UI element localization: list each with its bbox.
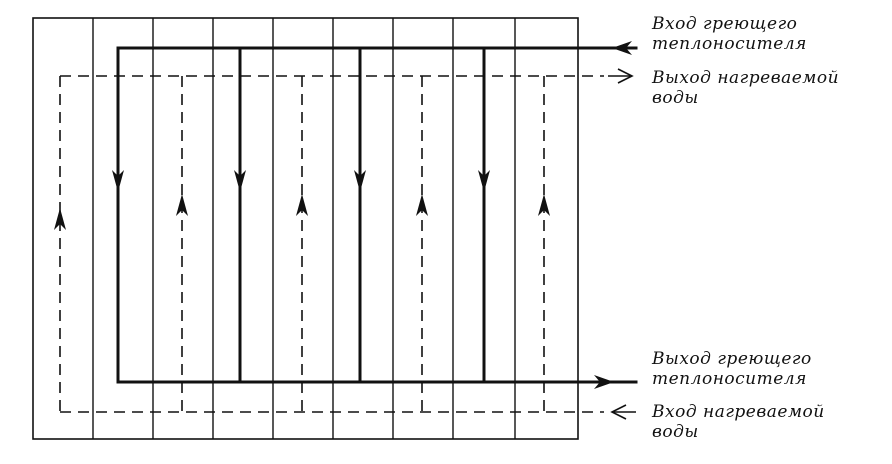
hot-inlet-arrow	[612, 41, 632, 55]
heated-water-flow	[59, 75, 604, 413]
water-inlet-label-line1: Вход нагреваемой	[652, 402, 825, 422]
heating-medium-flow	[116, 46, 638, 384]
hot-outlet-label-line1: Выход греющего	[652, 349, 812, 369]
up-arrow	[54, 208, 66, 230]
heating-medium-arrows	[112, 41, 632, 389]
exchanger-frame	[32, 17, 579, 440]
down-arrow	[478, 170, 490, 192]
down-arrow	[234, 170, 246, 192]
hot-inlet-label-line2: теплоносителя	[652, 34, 807, 54]
down-arrow	[354, 170, 366, 192]
hot-outlet-arrow	[594, 375, 614, 389]
up-arrow	[416, 194, 428, 216]
water-outlet-label-line1: Выход нагреваемой	[652, 68, 840, 88]
up-arrow	[296, 194, 308, 216]
hot-outlet-label-line2: теплоносителя	[652, 369, 807, 389]
up-arrow	[176, 194, 188, 216]
heated-water-arrows	[54, 194, 550, 230]
down-arrow	[112, 170, 124, 192]
up-arrow	[538, 194, 550, 216]
water-outlet-label-line2: воды	[652, 88, 699, 108]
water-outlet-label: Выход нагреваемой воды	[652, 68, 839, 108]
hot-inlet-label: Вход греющего теплоносителя	[652, 14, 807, 54]
plate-dividers	[92, 18, 516, 439]
water-port-arrows	[608, 68, 636, 420]
water-inlet-label-line2: воды	[652, 422, 699, 442]
water-inlet-label: Вход нагреваемой воды	[652, 402, 825, 442]
hot-inlet-label-line1: Вход греющего	[652, 14, 798, 34]
hot-outlet-label: Выход греющего теплоносителя	[652, 349, 812, 389]
